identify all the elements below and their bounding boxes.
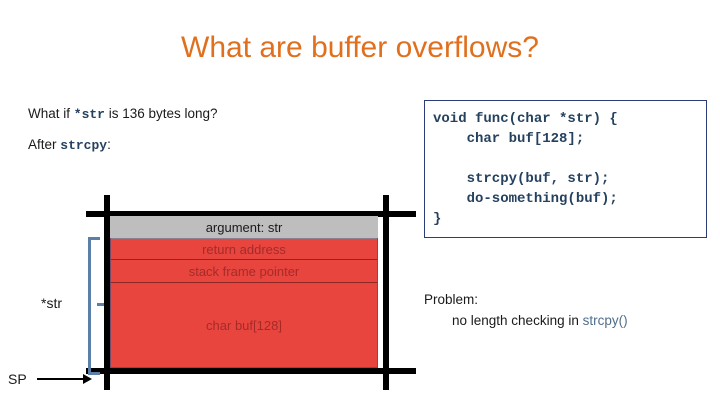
stack-bottom-bar xyxy=(86,368,416,374)
stack-cell-argument: argument: str xyxy=(110,216,378,238)
str-span-label: *str xyxy=(41,295,62,311)
after-strcpy-line: After strcpy: xyxy=(28,136,111,154)
str-span-brace-nub xyxy=(97,303,104,306)
code-snippet-text: void func(char *str) { char buf[128]; st… xyxy=(433,111,618,227)
stack-left-bar xyxy=(104,195,110,390)
stack-pointer-arrow-head xyxy=(83,374,92,384)
stack-cells: argument: str return address stack frame… xyxy=(110,216,378,368)
question-line: What if *str is 136 bytes long? xyxy=(28,105,218,123)
after-colon: : xyxy=(107,137,111,152)
strcpy-token: strcpy xyxy=(60,138,108,153)
stack-top-bar xyxy=(86,211,416,217)
stack-right-bar xyxy=(383,195,389,390)
problem-heading: Problem: xyxy=(424,292,479,307)
str-token: *str xyxy=(73,107,105,122)
str-span-brace xyxy=(88,237,100,375)
page-title: What are buffer overflows? xyxy=(181,31,539,64)
stack-diagram: argument: str return address stack frame… xyxy=(86,195,416,390)
stack-cell-stack-frame-pointer: stack frame pointer xyxy=(110,260,378,283)
problem-detail-prefix: no length checking in xyxy=(452,313,583,328)
stack-cell-return-address: return address xyxy=(110,238,378,260)
question-suffix: is 136 bytes long? xyxy=(104,106,218,121)
stack-cell-buffer: char buf[128] xyxy=(110,283,378,368)
stack-pointer-label: SP xyxy=(8,371,27,387)
after-prefix: After xyxy=(28,137,61,152)
problem-detail: no length checking in strcpy() xyxy=(452,313,628,328)
stack-pointer-arrow-line xyxy=(37,378,85,380)
strcpy-call-token: strcpy() xyxy=(582,313,628,328)
question-prefix: What if xyxy=(28,106,74,121)
code-snippet-box: void func(char *str) { char buf[128]; st… xyxy=(424,100,707,238)
